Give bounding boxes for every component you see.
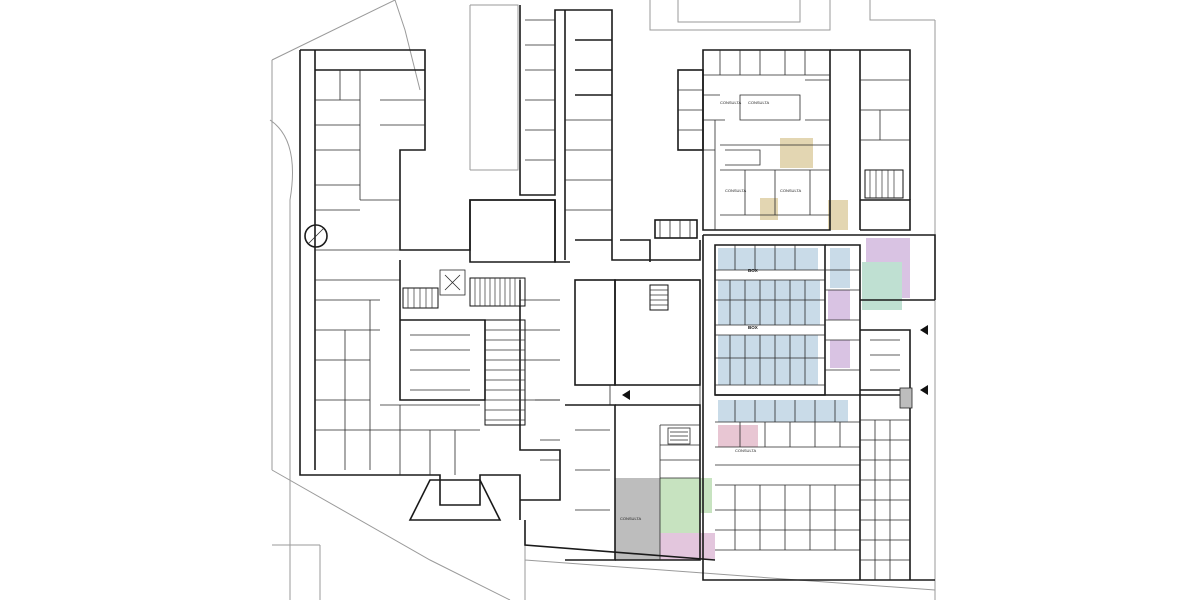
zone-green-3	[660, 513, 700, 533]
label-box-area-1: BOX	[748, 268, 758, 273]
zone-tan-3	[828, 200, 848, 230]
arrow-left-icon	[920, 325, 928, 335]
east-wing	[702, 234, 936, 581]
zone-blue-row3	[718, 335, 818, 385]
zone-pink-2	[660, 533, 715, 560]
roundabout-icon	[304, 224, 328, 248]
arrow-left-icon	[920, 385, 928, 395]
zone-grey-1	[615, 478, 660, 560]
label-consult-3: CONSULTA	[725, 188, 747, 193]
label-consult-4: CONSULTA	[780, 188, 802, 193]
hatched-areas	[402, 169, 904, 426]
zone-blue-row1	[718, 248, 818, 270]
zone-blue-row2	[718, 280, 820, 325]
room-labels: BOX BOX CONSULTA CONSULTA CONSULTA CONSU…	[620, 100, 802, 521]
central-block	[439, 5, 701, 561]
zone-tan-2	[760, 198, 778, 220]
south-strip	[524, 399, 716, 561]
zone-tan-1	[780, 138, 813, 168]
zone-green-2	[660, 478, 712, 513]
label-consult-5: CONSULTA	[620, 516, 642, 521]
zone-blue-side	[830, 248, 850, 288]
zone-green-1	[862, 262, 902, 310]
label-box-area-2: BOX	[748, 325, 758, 330]
arrow-left-icon	[622, 390, 630, 400]
north-east-block	[677, 49, 911, 231]
zone-purple-2	[830, 340, 850, 368]
west-wing	[299, 49, 570, 521]
zone-blue-row4	[718, 400, 848, 422]
label-consult-2: CONSULTA	[748, 100, 770, 105]
label-consult-1: CONSULTA	[720, 100, 742, 105]
zones	[615, 138, 910, 560]
label-consult-6: CONSULTA	[735, 448, 757, 453]
zone-purple-1	[828, 290, 850, 320]
entrance-arrows	[622, 325, 928, 400]
zone-pink-1	[718, 425, 758, 447]
